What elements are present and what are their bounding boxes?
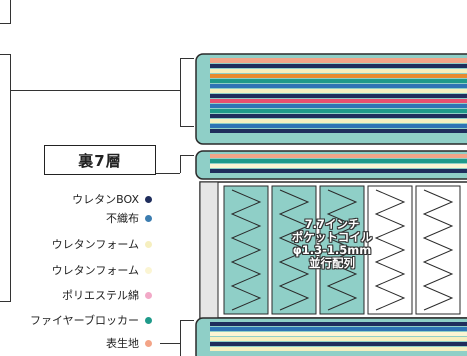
legend-item: ポリエステル綿 — [62, 286, 152, 304]
bracket-top-cap1 — [180, 58, 194, 59]
legend-label: 不織布 — [106, 212, 139, 225]
spring-type: ポケットコイル — [291, 230, 373, 244]
bracket-mid — [180, 155, 181, 173]
spring-arrangement: 並行配列 — [309, 256, 355, 270]
bracket-bottom-cap — [180, 320, 194, 321]
legend-swatch — [145, 316, 152, 324]
bracket-top — [180, 58, 181, 126]
legend-item: ウレタンフォーム — [52, 235, 152, 253]
legend-swatch — [145, 214, 152, 222]
legend-swatch — [145, 240, 152, 248]
legend-label: 表生地 — [106, 337, 139, 350]
leader-line-mid — [152, 173, 180, 174]
legend-label: ウレタンフォーム — [51, 238, 139, 251]
label-frame — [0, 54, 11, 302]
bottom-layer-stack — [195, 317, 467, 356]
spring-wire-gauge: φ1.3-1.5mm — [292, 243, 372, 257]
legend-item: 表生地 — [106, 334, 152, 352]
legend-label: ファイヤーブロッカー — [29, 314, 139, 327]
legend-item: 不織布 — [106, 209, 152, 227]
legend-label: ウレタンBOX — [72, 193, 139, 206]
legend-swatch — [145, 339, 152, 347]
legend-label: ポリエステル綿 — [62, 289, 139, 302]
top-frame — [0, 0, 11, 24]
legend-item: ウレタンBOX — [72, 190, 152, 208]
spring-size: 7.7インチ — [304, 217, 360, 231]
legend-item: ファイヤーブロッカー — [30, 311, 152, 329]
bracket-bottom — [180, 320, 181, 356]
leader-line-top — [10, 90, 180, 91]
bracket-top-cap2 — [180, 126, 194, 127]
pocket-coil-block — [199, 181, 467, 319]
top-layer-stack — [195, 53, 467, 145]
middle-layer-stack — [195, 150, 467, 180]
leader-line-bottom — [160, 343, 180, 344]
legend-swatch — [145, 291, 152, 299]
legend-label: ウレタンフォーム — [51, 264, 139, 277]
legend-swatch — [145, 195, 152, 203]
legend-item: ウレタンフォーム — [52, 261, 152, 279]
legend-swatch — [145, 266, 152, 274]
bracket-mid-cap — [180, 155, 194, 156]
layer-title: 裏7層 — [44, 145, 156, 175]
spring-spec-label: 7.7インチ ポケットコイル φ1.3-1.5mm 並行配列 — [282, 218, 382, 270]
